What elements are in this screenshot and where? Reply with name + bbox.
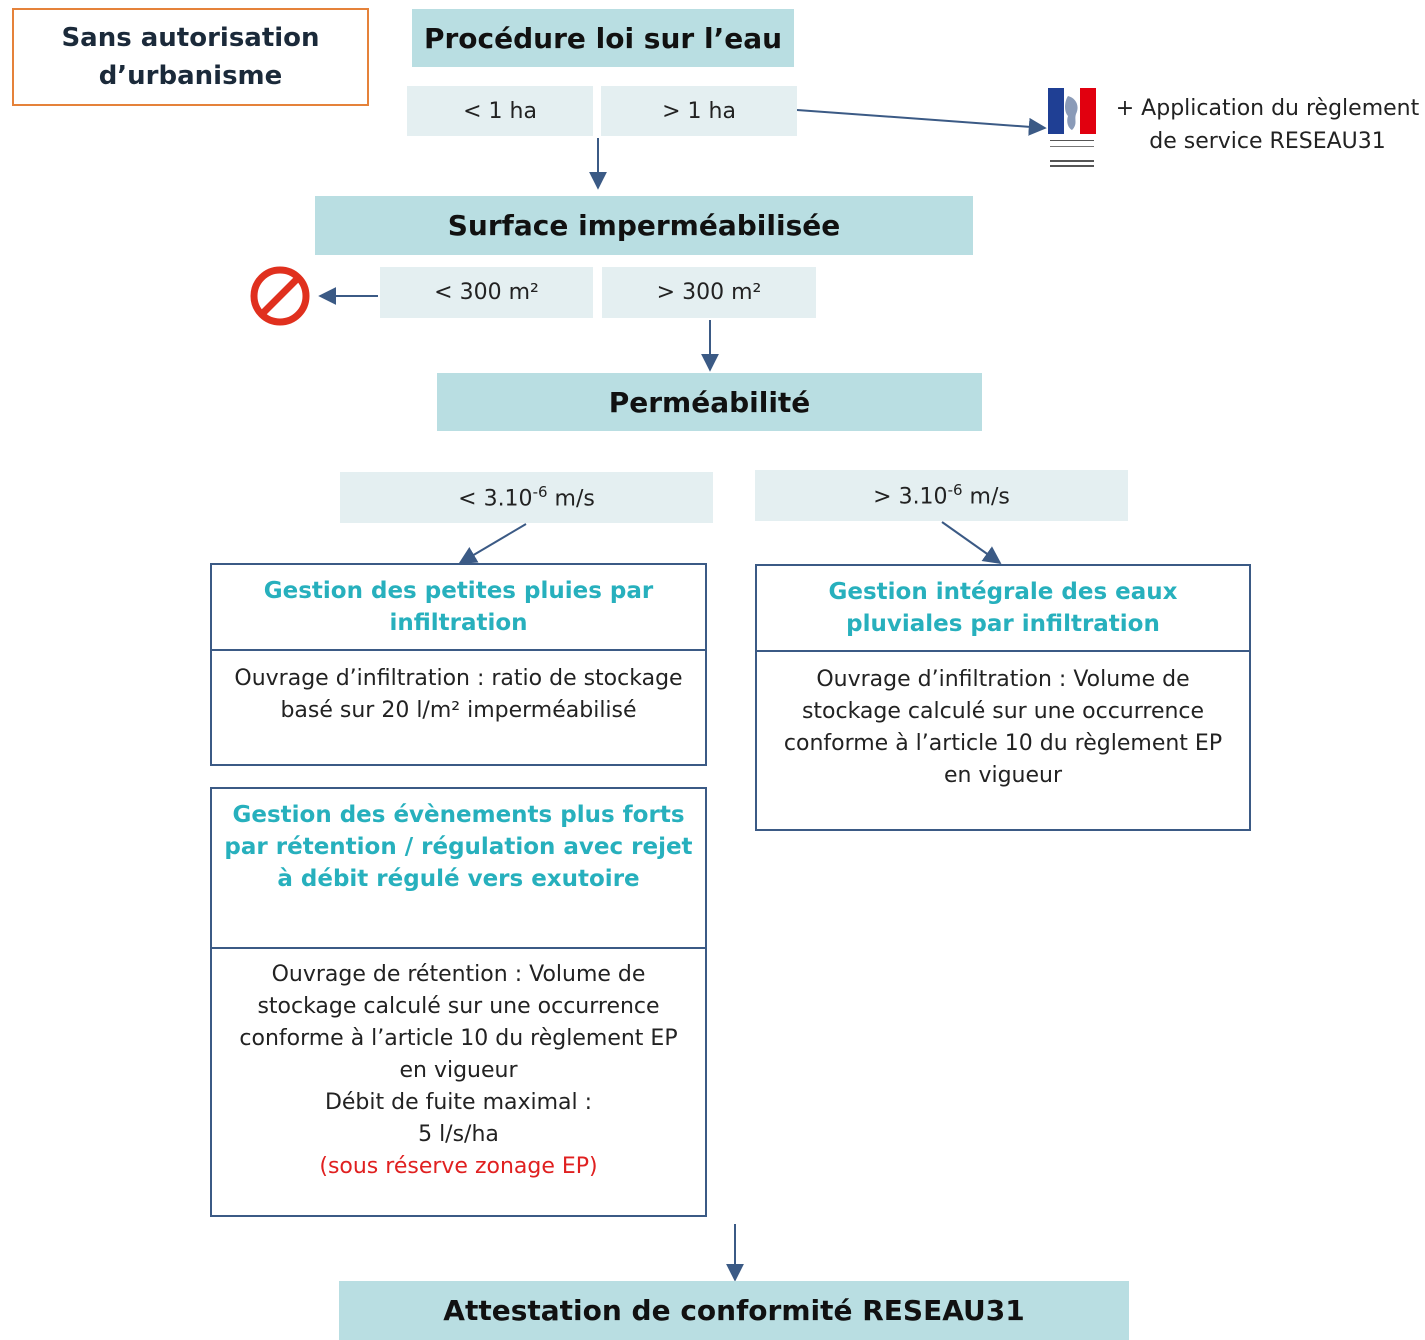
procedure-small-label: < 1 ha [463,98,537,124]
procedure-title: Procédure loi sur l’eau [423,21,783,55]
left-method-2-line-2: stockage calculé sur une occurrence [257,994,660,1019]
permeability-high-unit: m/s [962,484,1010,510]
permeability-low-prefix: < 3.10 [458,486,533,512]
left-method-2-line-1: Ouvrage de rétention : Volume de [271,962,646,987]
final-title: Attestation de conformité RESEAU31 [443,1294,1025,1327]
permeability-low-unit: m/s [547,486,595,512]
arrow-to-right-method [941,521,1002,565]
procedure-option-small: < 1 ha [407,86,593,136]
left-method-1-body: Ouvrage d’infiltration : ratio de stocka… [234,666,683,723]
permeability-option-high: > 3.10-6 m/s [755,470,1128,521]
right-method-title: Gestion intégrale des eaux pluviales par… [757,566,1249,652]
left-method-2-title: Gestion des évènements plus forts par ré… [212,789,705,949]
left-method-1-title: Gestion des petites pluies par infiltrat… [212,565,705,651]
permeability-high-label: > 3.10-6 m/s [873,481,1010,509]
final-attestation: Attestation de conformité RESEAU31 [339,1281,1129,1340]
procedure-header: Procédure loi sur l’eau [412,9,794,67]
permeability-low-label: < 3.10-6 m/s [458,483,595,511]
permeability-high-prefix: > 3.10 [873,484,948,510]
permeability-title: Perméabilité [608,385,811,419]
arrow-to-left-method [458,523,527,564]
forbidden-icon [249,265,311,327]
left-method-strong-events: Gestion des évènements plus forts par ré… [210,787,707,1217]
permeability-option-low: < 3.10-6 m/s [340,472,713,523]
permeability-header: Perméabilité [437,373,982,431]
no-permit-box: Sans autorisation d’urbanisme [12,8,369,106]
no-permit-label: Sans autorisation d’urbanisme [61,23,320,91]
reserve-note: (sous réserve zonage EP) [319,1154,598,1179]
marianne-logo [1046,88,1098,170]
regulation-note: + Application du règlement de service RE… [1110,92,1425,158]
regulation-line-1: + Application du règlement [1115,96,1420,121]
permeability-high-exponent: -6 [947,481,963,500]
right-method-full-infiltration: Gestion intégrale des eaux pluviales par… [755,564,1251,831]
surface-option-small: < 300 m² [380,267,593,318]
permeability-low-exponent: -6 [532,483,548,502]
surface-option-large: > 300 m² [602,267,816,318]
arrow-to-regulation [796,109,1047,136]
left-method-2-line-3: conforme à l’article 10 du règlement EP [239,1026,678,1051]
left-method-2-line-4: en vigueur [399,1058,518,1083]
surface-small-label: < 300 m² [434,280,539,305]
surface-large-label: > 300 m² [656,280,762,305]
right-method-body: Ouvrage d’infiltration : Volume de stock… [783,667,1223,788]
left-method-small-rains: Gestion des petites pluies par infiltrat… [210,563,707,766]
procedure-large-label: > 1 ha [662,98,736,124]
left-method-2-line-6: 5 l/s/ha [418,1122,499,1147]
left-method-2-body: Ouvrage de rétention : Volume de stockag… [212,949,705,1183]
surface-header: Surface imperméabilisée [315,196,973,255]
regulation-line-2: de service RESEAU31 [1149,129,1386,154]
left-method-2-line-5: Débit de fuite maximal : [324,1090,593,1115]
procedure-option-large: > 1 ha [601,86,797,136]
surface-title: Surface imperméabilisée [447,209,841,242]
